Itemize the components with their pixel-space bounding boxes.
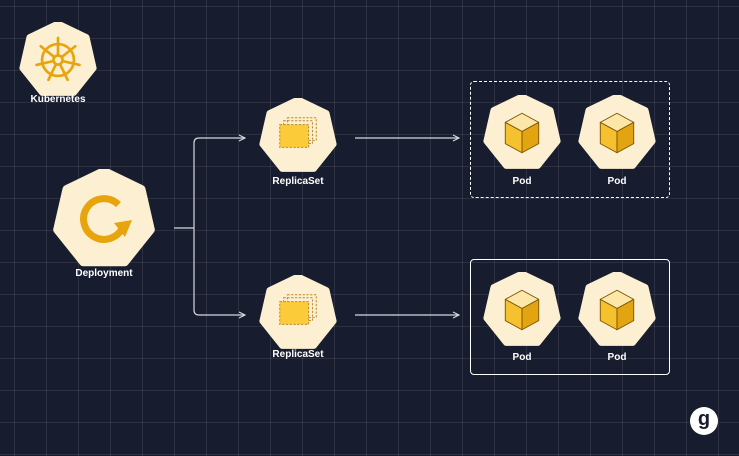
arrow-to-replicaset-bottom	[193, 228, 245, 315]
deployment-hexagon	[53, 169, 155, 267]
cube-icon	[504, 289, 540, 331]
pod-top-1-hexagon	[483, 95, 561, 169]
pod-bottom-1-label: Pod	[512, 352, 532, 363]
cube-icon	[504, 112, 540, 154]
kubernetes-hexagon	[19, 22, 97, 96]
stacked-cards-icon	[279, 117, 317, 148]
cube-icon	[599, 289, 635, 331]
cube-icon	[599, 112, 635, 154]
pod-bottom-2-hexagon	[578, 272, 656, 346]
pod-group-bottom	[470, 259, 670, 375]
refresh-cycle-icon	[80, 195, 132, 243]
pod-group-top	[470, 81, 670, 198]
deployment-label: Deployment	[75, 268, 133, 279]
pod-bottom-1-hexagon	[483, 272, 561, 346]
replicaset-bottom-label: ReplicaSet	[272, 349, 324, 360]
pod-top-2-hexagon	[578, 95, 656, 169]
pod-top-1-label: Pod	[512, 176, 532, 187]
pod-top-2-label: Pod	[607, 176, 627, 187]
arrow-to-replicaset-top	[193, 138, 245, 228]
stacked-cards-icon	[279, 294, 317, 325]
brand-logo: g	[690, 407, 718, 435]
replicaset-top-hexagon	[259, 98, 337, 172]
replicaset-top-label: ReplicaSet	[272, 176, 324, 187]
replicaset-bottom-hexagon	[259, 275, 337, 349]
kubernetes-label: Kubernetes	[30, 94, 86, 105]
helm-wheel-icon	[35, 36, 81, 82]
pod-bottom-2-label: Pod	[607, 352, 627, 363]
